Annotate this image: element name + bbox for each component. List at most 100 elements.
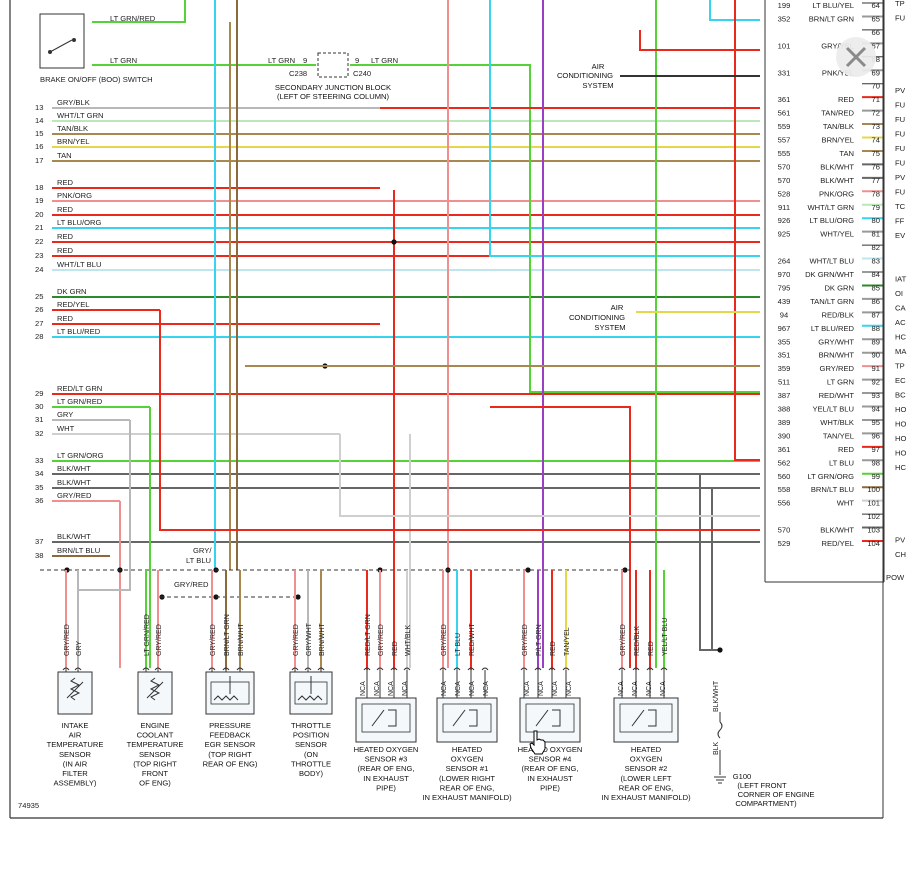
right-pin-number: 95 [872,418,880,427]
left-pin-label: BLK/WHT [57,464,91,473]
right-pin-label: LT GRN [827,378,854,387]
right-pin-label: BRN/LT GRN [809,14,854,23]
sensor-wire-label: LT GRN/RED [144,614,151,656]
right-pin-number: 96 [872,431,880,440]
sensor-caption-line: COOLANT [137,731,174,740]
splice-dot [391,239,397,245]
right-pin-number: 101 [867,499,880,508]
edge-letter: EC [895,376,906,385]
left-pin-label: LT BLU/ORG [57,218,102,227]
right-pin-circuit: 361 [778,95,791,104]
right-pin-circuit: 94 [780,310,788,319]
sensor-caption-line: PIPE) [376,783,396,792]
left-pin-number: 28 [35,332,43,341]
gry-lt-blu-label-2: LT BLU [186,556,211,565]
right-pin-label: LT GRN/ORG [807,472,854,481]
sensor-caption-line: HEATED OXYGEN [354,745,419,754]
sensor-caption-line: OXYGEN [451,755,484,764]
left-pin-label: BLK/WHT [57,532,91,541]
right-pin-number: 103 [867,526,880,535]
sensor-caption-line: TEMPERATURE [47,740,104,749]
ac-mid-3: SYSTEM [594,323,625,332]
left-pin-label: RED [57,205,74,214]
sensor-caption-line: FRONT [142,769,169,778]
right-pin-number: 100 [867,485,880,494]
sensor-wire-label: GRY/RED [378,624,385,656]
sensor-caption-line: (IN AIR [63,759,88,768]
edge-letter: PV [895,173,906,182]
right-pin-circuit: 911 [778,203,790,212]
brake-wire-top-label: LT GRN/RED [110,14,156,23]
left-pin-label: LT GRN/ORG [57,451,104,460]
right-pin-label: BRN/LT BLU [811,485,854,494]
edge-letter: EV [895,231,906,240]
sensor-wire-label: GRY [76,641,83,656]
ac-top-2: CONDITIONING [557,71,613,80]
sensor-caption-line: (REAR OF ENG, [522,764,579,773]
sensor-caption-line: REAR OF ENG) [203,759,258,768]
right-pin-number: 69 [872,68,880,77]
right-pin-number: 104 [867,539,880,548]
ground-wire-upper: BLK/WHT [713,680,720,712]
right-pin-circuit: 388 [778,405,791,414]
sensor-wire-label: WHT/BLK [405,625,412,656]
right-pin-label: RED [838,445,855,454]
right-pin-number: 70 [872,82,880,91]
right-pin-circuit: 570 [778,176,791,185]
right-pin-circuit: 351 [778,351,791,360]
edge-letter: PV [895,86,906,95]
left-pin-label: TAN [57,151,72,160]
sensor-caption-line: THROTTLE [291,721,331,730]
right-pin-circuit: 560 [778,472,791,481]
close-icon [845,46,867,68]
right-pin-number: 79 [872,203,880,212]
sensor-caption-line: PRESSURE [209,721,251,730]
edge-letter: MA [895,347,907,356]
sensor-wire-label: GRY/RED [210,624,217,656]
edge-letter: FU [895,159,905,168]
left-pin-label: RED [57,232,74,241]
nca-label: NCA [660,681,667,696]
brake-lt-grn-red [92,0,186,23]
right-pin-circuit: 926 [778,216,791,225]
sensor-wire-label: RED/BLK [634,626,641,656]
right-pin-label: TAN/YEL [823,431,854,440]
edge-letter: BC [895,391,906,400]
right-pin-label: TAN/RED [821,109,854,118]
sensor-caption-line: (REAR OF ENG, [358,764,415,773]
ac-top-1: AIR [592,62,605,71]
labels-layer: LT GRN/RED LT GRN BRAKE ON/OFF (BOO) SWI… [18,14,905,810]
right-pin-label: BLK/WHT [820,162,854,171]
right-pin-circuit: 199 [778,1,791,10]
left-pin-number: 36 [35,496,43,505]
nca-label: NCA [646,681,653,696]
left-pin-number: 13 [35,103,43,112]
sensor-wire-label: GRY/RED [64,624,71,656]
left-pin-label: RED [57,314,74,323]
right-pin-number: 91 [872,364,880,373]
sensor-caption-line: SENSOR [295,740,328,749]
right-pin-circuit: 359 [778,364,791,373]
sensor-caption-line: FILTER [62,769,88,778]
left-pin-number: 30 [35,402,43,411]
left-pin-number: 16 [35,142,43,151]
right-pin-number: 73 [872,122,880,131]
left-pin-number: 29 [35,389,43,398]
right-pin-circuit: 558 [778,485,791,494]
left-pin-number: 35 [35,483,43,492]
right-pin-label: WHT/YEL [820,230,854,239]
sensor-caption-line: IN EXHAUST MANIFOLD) [601,793,691,802]
left-pin-number: 19 [35,196,43,205]
right-pin-label: PNK/ORG [819,189,854,198]
left-pin-label: RED [57,246,74,255]
right-pin-circuit: 389 [778,418,791,427]
sensor-wire-label: BRN/LT GRN [224,614,231,656]
close-button[interactable] [836,37,876,77]
nca-label: NCA [469,681,476,696]
sensor-caption-line: HEATED [452,745,483,754]
right-pin-circuit: 390 [778,431,791,440]
sensor-wire-label: RED/WHT [469,623,476,656]
right-pin-circuit: 556 [778,499,791,508]
